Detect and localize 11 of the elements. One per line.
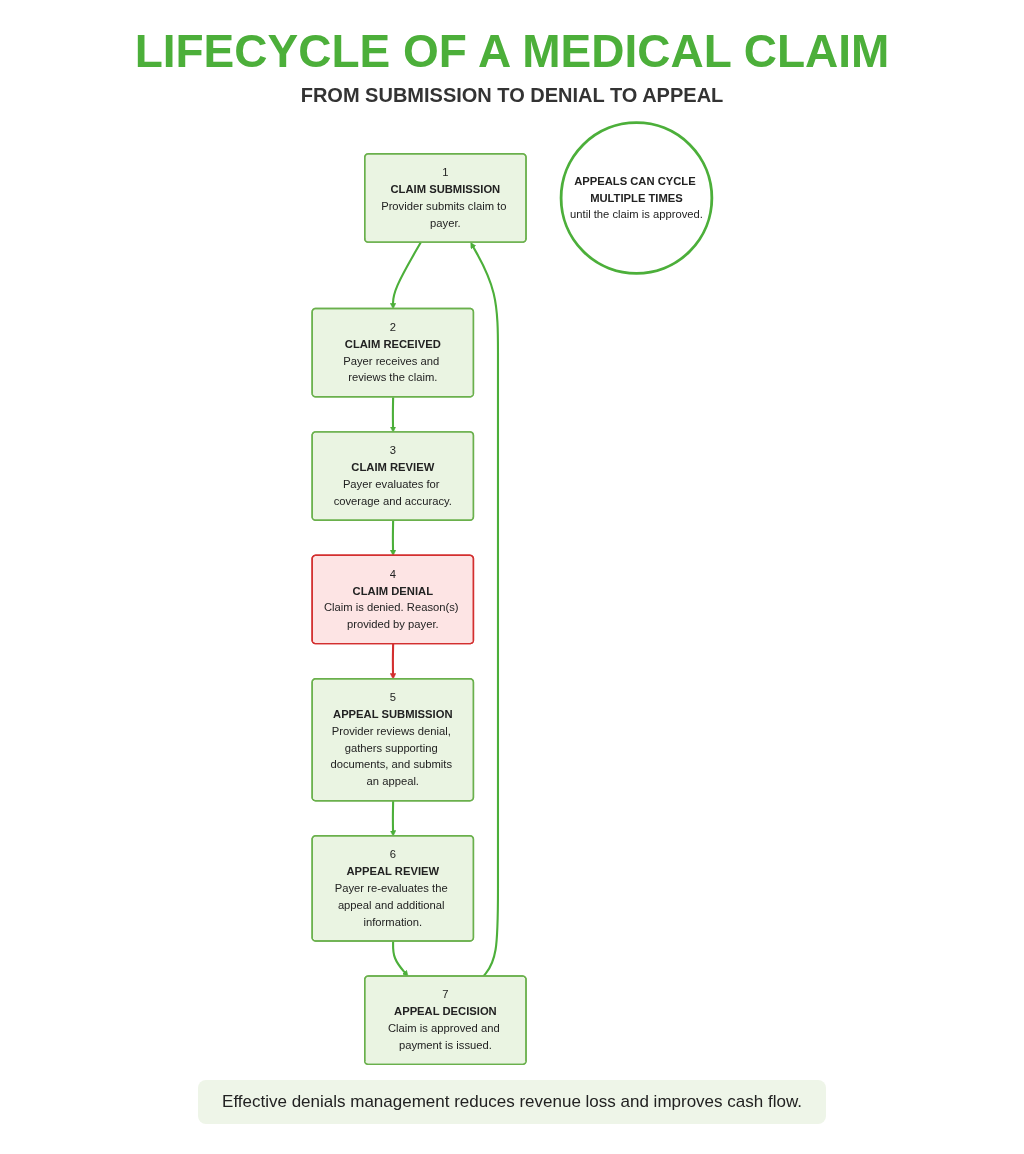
node-circle: APPEALS CAN CYCLE MULTIPLE TIMES until the claim is approved. (559, 121, 714, 275)
subtitle: FROM SUBMISSION TO DENIAL TO APPEAL (300, 84, 724, 107)
title: LIFECYCLE OF A MEDICAL CLAIM (134, 24, 890, 78)
tip-banner: Effective denials management reduces revenue loss and improves cash flow. (198, 1080, 826, 1124)
arrow (389, 643, 397, 680)
arrow (389, 397, 397, 433)
arrow (389, 242, 422, 310)
arrow (392, 941, 409, 977)
arrow (389, 520, 397, 556)
arrow (470, 242, 500, 978)
arrow (389, 801, 397, 837)
